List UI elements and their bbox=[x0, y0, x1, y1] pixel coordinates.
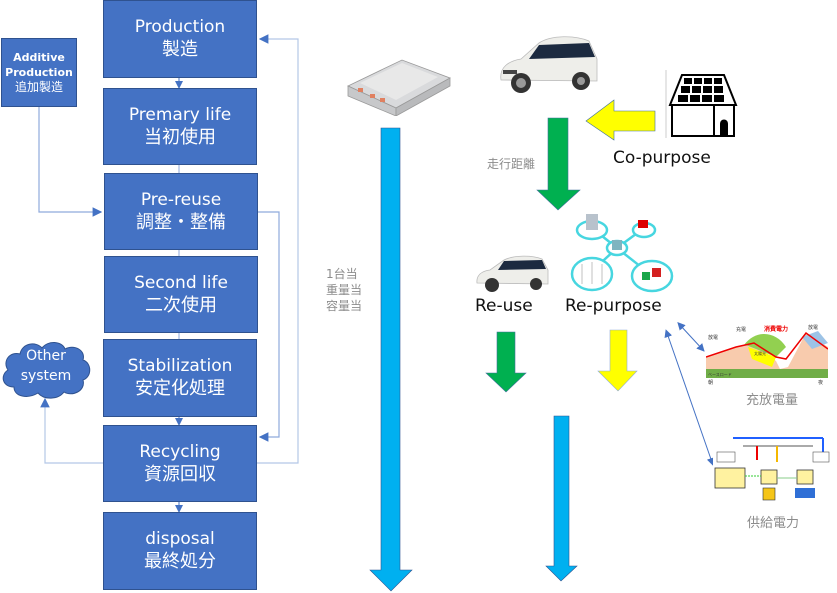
box-recycling: Recycling 資源回収 bbox=[103, 425, 257, 502]
green-arrow-reuse bbox=[485, 331, 527, 393]
solar-house-icon bbox=[664, 70, 742, 138]
power-supply-inset bbox=[713, 432, 835, 502]
cloud-shape-icon bbox=[2, 342, 91, 399]
box-primary-life-jp: 当初使用 bbox=[144, 126, 216, 148]
cloud-other-system: Other system bbox=[0, 337, 92, 401]
label-co-purpose: Co-purpose bbox=[613, 148, 711, 168]
box-primary-life-en: Premary life bbox=[128, 104, 232, 125]
inset-label-night: 夜 bbox=[818, 379, 823, 385]
repurpose-network-image bbox=[562, 206, 677, 294]
label-re-purpose: Re-purpose bbox=[565, 296, 662, 316]
yellow-arrow-copurpose bbox=[585, 99, 656, 141]
charge-discharge-inset: 放電 充電 消費電力 放電 太陽光 ベースロード 朝 夜 bbox=[705, 323, 829, 386]
box-stabilization-en: Stabilization bbox=[127, 356, 233, 376]
box-production-jp: 製造 bbox=[162, 39, 198, 60]
cloud-line1: Other bbox=[26, 348, 66, 364]
box-production: Production 製造 bbox=[103, 0, 257, 78]
label-per-unit-3: 容量当 bbox=[326, 299, 363, 313]
label-mileage: 走行距離 bbox=[487, 157, 536, 171]
battery-pack-image bbox=[340, 28, 460, 117]
box-pre-reuse-jp: 調整・整備 bbox=[136, 211, 226, 233]
connector-additive-to-prereuse bbox=[38, 106, 103, 217]
box-production-en: Production bbox=[134, 17, 226, 37]
box-recycling-en: Recycling bbox=[139, 441, 221, 462]
inset-label-consumption: 消費電力 bbox=[764, 325, 788, 333]
box-stabilization: Stabilization 安定化処理 bbox=[103, 339, 257, 417]
additive-line2: Production bbox=[5, 66, 73, 79]
connector-prereuse-to-recycling bbox=[257, 211, 280, 442]
connector-recycling-to-cloud bbox=[40, 397, 103, 464]
double-arrow-charge bbox=[677, 322, 705, 352]
label-charge-discharge: 充放電量 bbox=[746, 393, 799, 408]
box-disposal: disposal 最終処分 bbox=[103, 512, 257, 590]
additive-line1: Additive bbox=[13, 51, 65, 64]
car-image-top bbox=[495, 25, 600, 105]
box-stabilization-jp: 安定化処理 bbox=[135, 378, 225, 399]
inset-label-discharge-1: 放電 bbox=[708, 334, 718, 341]
inset-label-charge: 充電 bbox=[736, 326, 746, 333]
cyan-arrow-left bbox=[369, 127, 413, 592]
label-per-unit-1: 1台当 bbox=[326, 267, 358, 281]
label-per-unit: 1台当 重量当 容量当 bbox=[326, 266, 362, 314]
inset-label-discharge-2: 放電 bbox=[808, 324, 818, 331]
box-primary-life: Premary life 当初使用 bbox=[103, 88, 257, 165]
box-pre-reuse-en: Pre-reuse bbox=[140, 189, 222, 210]
label-per-unit-2: 重量当 bbox=[326, 283, 363, 297]
inset-label-solar: 太陽光 bbox=[754, 350, 766, 356]
inset-label-baseload: ベースロード bbox=[708, 372, 732, 377]
additive-jp: 追加製造 bbox=[14, 80, 63, 94]
box-pre-reuse: Pre-reuse 調整・整備 bbox=[104, 173, 258, 250]
box-disposal-jp: 最終処分 bbox=[144, 551, 216, 572]
double-arrow-supply bbox=[664, 329, 715, 466]
box-second-life-jp: 二次使用 bbox=[145, 294, 217, 316]
label-power-supply: 供給電力 bbox=[747, 516, 800, 531]
inset-label-morning: 朝 bbox=[708, 380, 713, 385]
box-second-life-en: Second life bbox=[134, 272, 228, 293]
yellow-arrow-repurpose bbox=[597, 329, 638, 392]
car-image-reuse bbox=[474, 250, 550, 295]
label-re-use: Re-use bbox=[475, 296, 533, 316]
box-disposal-en: disposal bbox=[145, 529, 215, 549]
cyan-arrow-right bbox=[545, 415, 578, 582]
green-arrow-mileage bbox=[536, 117, 581, 211]
box-additive-production: Additive Production 追加製造 bbox=[1, 38, 77, 107]
box-second-life: Second life 二次使用 bbox=[104, 256, 258, 333]
box-recycling-jp: 資源回収 bbox=[144, 463, 216, 485]
cloud-line2: system bbox=[20, 368, 72, 384]
connector-recycling-to-production bbox=[257, 34, 299, 464]
